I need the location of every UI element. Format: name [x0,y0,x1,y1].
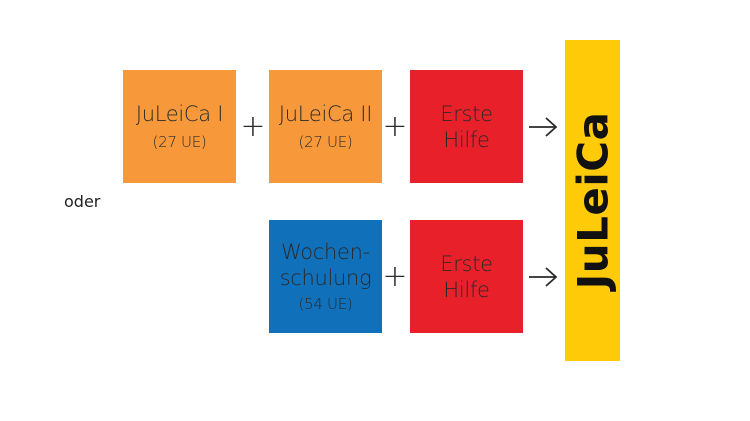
juleica-result-bar: JuLeiCa [565,40,620,361]
juleica-2-hours: (27 UE) [298,132,353,151]
wochenschulung-hours: (54 UE) [298,294,353,313]
oder-label: oder [64,192,101,211]
juleica-2-box: JuLeiCa II (27 UE) [269,70,382,183]
erste-hilfe-label-line1: Erste [440,251,493,276]
wochenschulung-label-line1: Wochen- [281,239,370,264]
juleica-result-label: JuLeiCa [568,111,617,290]
right-arrow-icon [528,117,558,137]
juleica-2-label: JuLeiCa II [278,101,373,126]
wochenschulung-box: Wochen- schulung (54 UE) [269,220,382,333]
juleica-1-hours: (27 UE) [152,132,207,151]
erste-hilfe-label-line1: Erste [440,101,493,126]
wochenschulung-label-line2: schulung [279,265,372,290]
right-arrow-icon [528,267,558,287]
erste-hilfe-box-1: Erste Hilfe [410,70,523,183]
erste-hilfe-label-line2: Hilfe [443,127,490,152]
erste-hilfe-label-line2: Hilfe [443,277,490,302]
juleica-1-label: JuLeiCa I [135,101,224,126]
juleica-1-box: JuLeiCa I (27 UE) [123,70,236,183]
erste-hilfe-box-2: Erste Hilfe [410,220,523,333]
plus-sign: + [382,259,408,294]
plus-sign: + [382,109,408,144]
plus-sign: + [240,109,266,144]
